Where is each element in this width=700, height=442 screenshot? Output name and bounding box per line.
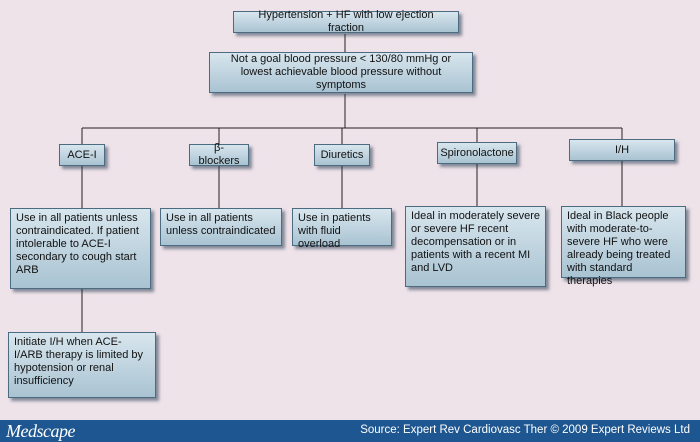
drug-beta-blockers-box: β-blockers (189, 142, 249, 167)
diuretics-detail-box: Use in patients with fluid overload (292, 208, 392, 250)
drug-spironolactone-box: Spironolactone (437, 142, 517, 164)
spironolactone-detail-box: Ideal in moderately severe or severe HF … (405, 206, 546, 287)
connector-lines (81, 34, 623, 332)
medscape-logo[interactable]: Medscape (6, 421, 75, 441)
beta-blockers-detail-box: Use in all patients unless contraindicat… (160, 208, 282, 246)
flowchart: Hypertension + HF with low ejection frac… (8, 9, 686, 398)
source-credit: Source: Expert Rev Cardiovasc Ther © 200… (360, 424, 690, 436)
ih-detail-box: Ideal in Black people with moderate-to-s… (561, 206, 686, 287)
acei-followup-box: Initiate I/H when ACE-I/ARB therapy is l… (8, 332, 156, 398)
footer-bar: Medscape Source: Expert Rev Cardiovasc T… (0, 420, 700, 442)
acei-detail-box: Use in all patients unless contraindicat… (10, 208, 151, 289)
condition-box: Hypertension + HF with low ejection frac… (233, 9, 459, 34)
drug-ih-box: I/H (569, 139, 675, 161)
drug-diuretics-box: Diuretics (314, 144, 370, 166)
drug-acei-box: ACE-I (59, 144, 105, 166)
goal-box: Not a goal blood pressure < 130/80 mmHg … (209, 52, 473, 93)
